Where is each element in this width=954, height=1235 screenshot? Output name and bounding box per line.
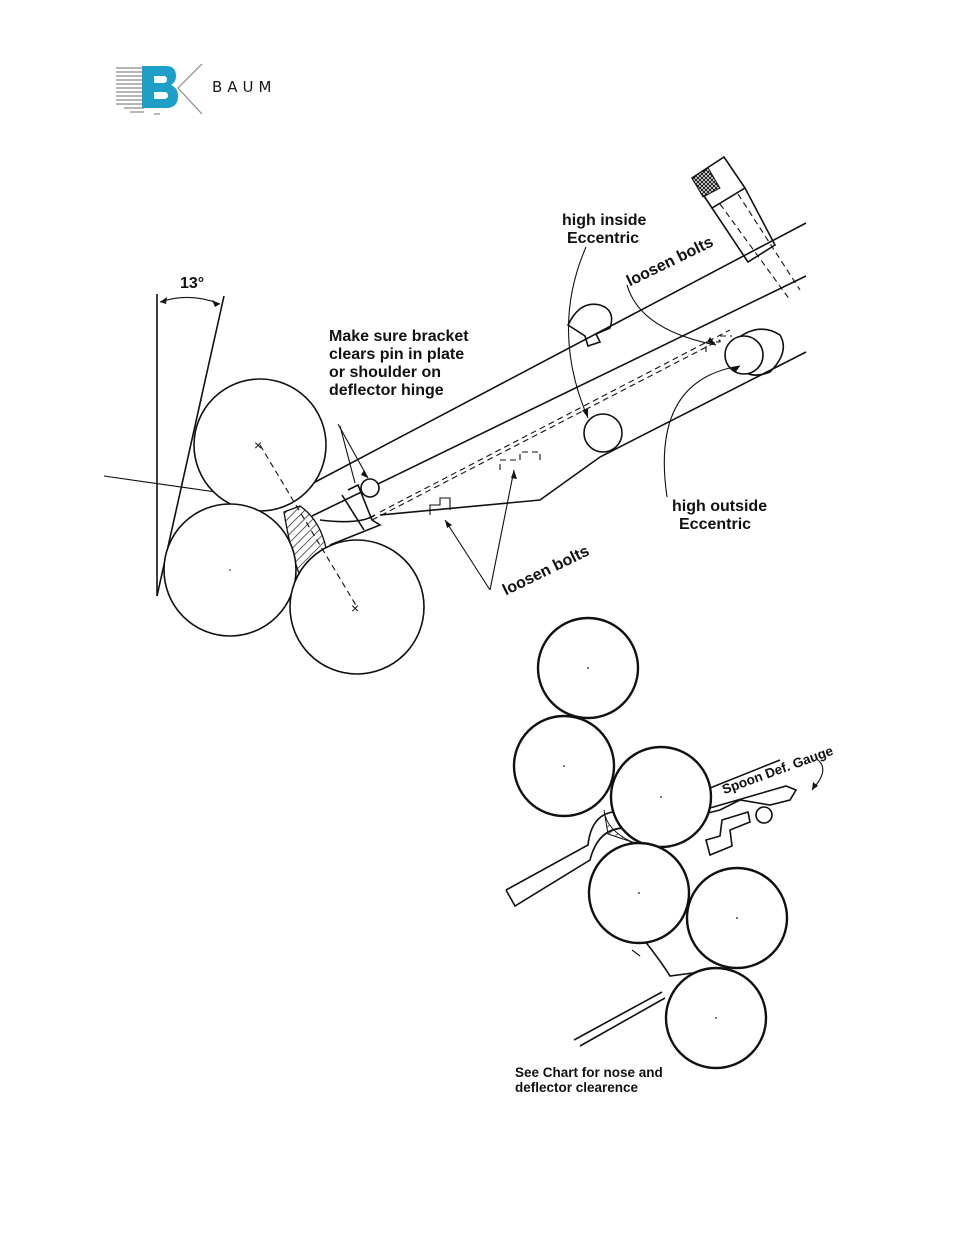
bottom-rollers [514, 618, 787, 1068]
bracket-note-line-1: Make sure bracket [329, 328, 469, 346]
bracket-note-line-3: or shoulder on [329, 364, 441, 382]
svg-text:×: × [351, 600, 359, 616]
adjustment-screw [692, 157, 800, 300]
high-outside-line-1: high outside [672, 498, 767, 516]
high-inside-line-2: Eccentric [567, 230, 639, 248]
bracket-note-line-2: clears pin in plate [329, 346, 464, 364]
angle-label: 13° [180, 275, 204, 293]
bracket-note-line-4: deflector hinge [329, 382, 444, 400]
high-inside-line-1: high inside [562, 212, 646, 230]
callout-leaders [338, 247, 740, 590]
chart-note-line-2: deflector clearence [515, 1080, 638, 1095]
chart-note-line-1: See Chart for nose and [515, 1065, 663, 1080]
deflector-bracket [330, 479, 380, 545]
svg-text:×: × [254, 437, 262, 453]
high-outside-line-2: Eccentric [679, 516, 751, 534]
